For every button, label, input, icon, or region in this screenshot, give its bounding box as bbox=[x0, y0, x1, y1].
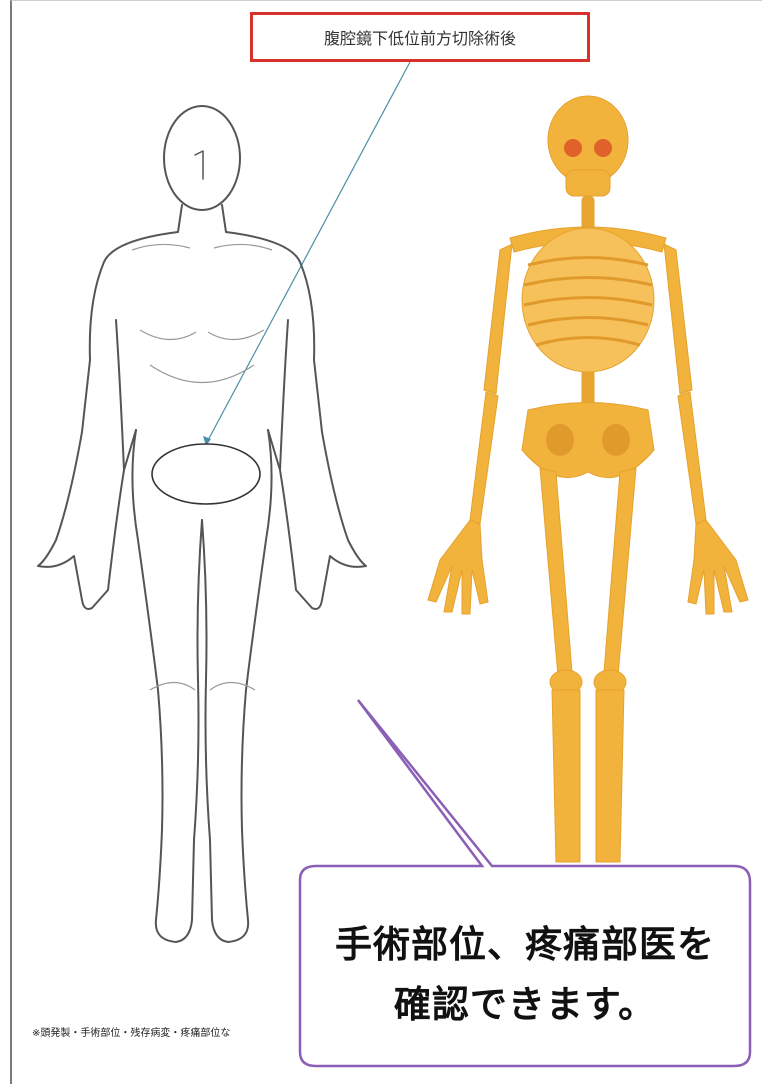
ear-mark bbox=[195, 151, 203, 179]
callout-text: 手術部位、疼痛部医を 確認できます。 bbox=[300, 915, 750, 1035]
callout-line-2: 確認できます。 bbox=[300, 975, 750, 1035]
surgical-site-marker bbox=[152, 444, 260, 504]
callout-line-1: 手術部位、疼痛部医を bbox=[300, 915, 750, 975]
eye-socket-left bbox=[564, 139, 582, 157]
femur-left bbox=[540, 468, 572, 676]
femur-right bbox=[604, 468, 636, 676]
pelvis bbox=[522, 403, 654, 478]
footnote: ※頭発製・手術部位・残存病変・疼痛部位な bbox=[32, 1024, 302, 1039]
skeleton bbox=[428, 96, 748, 862]
leader-line bbox=[206, 62, 410, 444]
head-outline bbox=[164, 106, 240, 210]
surgery-label: 腹腔鏡下低位前方切除術後 bbox=[250, 12, 590, 62]
surgery-label-text: 腹腔鏡下低位前方切除術後 bbox=[324, 25, 516, 49]
body-outline bbox=[38, 106, 366, 942]
eye-socket-right bbox=[594, 139, 612, 157]
